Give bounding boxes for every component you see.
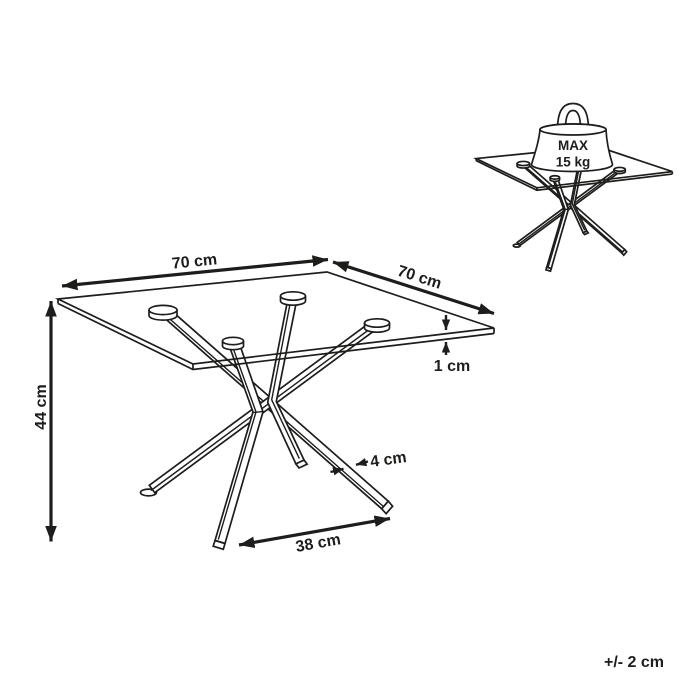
tolerance-label: +/- 2 cm	[604, 654, 664, 671]
dim-label-height: 44 cm	[33, 384, 50, 429]
dim-label-thickness: 1 cm	[434, 358, 470, 375]
dim-arrow-leg-left	[330, 467, 344, 476]
kettlebell-weight-icon: MAX 15 kg	[530, 102, 614, 173]
dim-arrow-leg-right	[355, 457, 369, 467]
dim-arrow-top-width	[61, 255, 329, 291]
dim-arrow-top-depth	[332, 260, 495, 316]
weight-top-rim	[539, 123, 607, 136]
max-load-label-line1: MAX	[558, 138, 588, 153]
max-load-label-line2: 15 kg	[556, 155, 591, 170]
dim-top-depth: 70 cm	[332, 260, 495, 316]
dim-base-span: 38 cm	[238, 515, 391, 556]
main-table-drawing	[57, 271, 495, 551]
main-table-view: 70 cm 70 cm 44 cm 1 cm 4 cm 38 cm	[33, 251, 495, 556]
max-load-view: MAX 15 kg	[475, 102, 673, 272]
dim-height: 44 cm	[33, 301, 57, 542]
dim-label-leg-width: 4 cm	[369, 449, 407, 471]
dim-glass-thickness: 1 cm	[434, 315, 470, 375]
dim-label-top-width: 70 cm	[171, 251, 218, 272]
dim-arrow-base-span	[238, 515, 391, 549]
dim-leg-width: 4 cm	[330, 449, 408, 476]
dim-top-width: 70 cm	[61, 251, 329, 291]
